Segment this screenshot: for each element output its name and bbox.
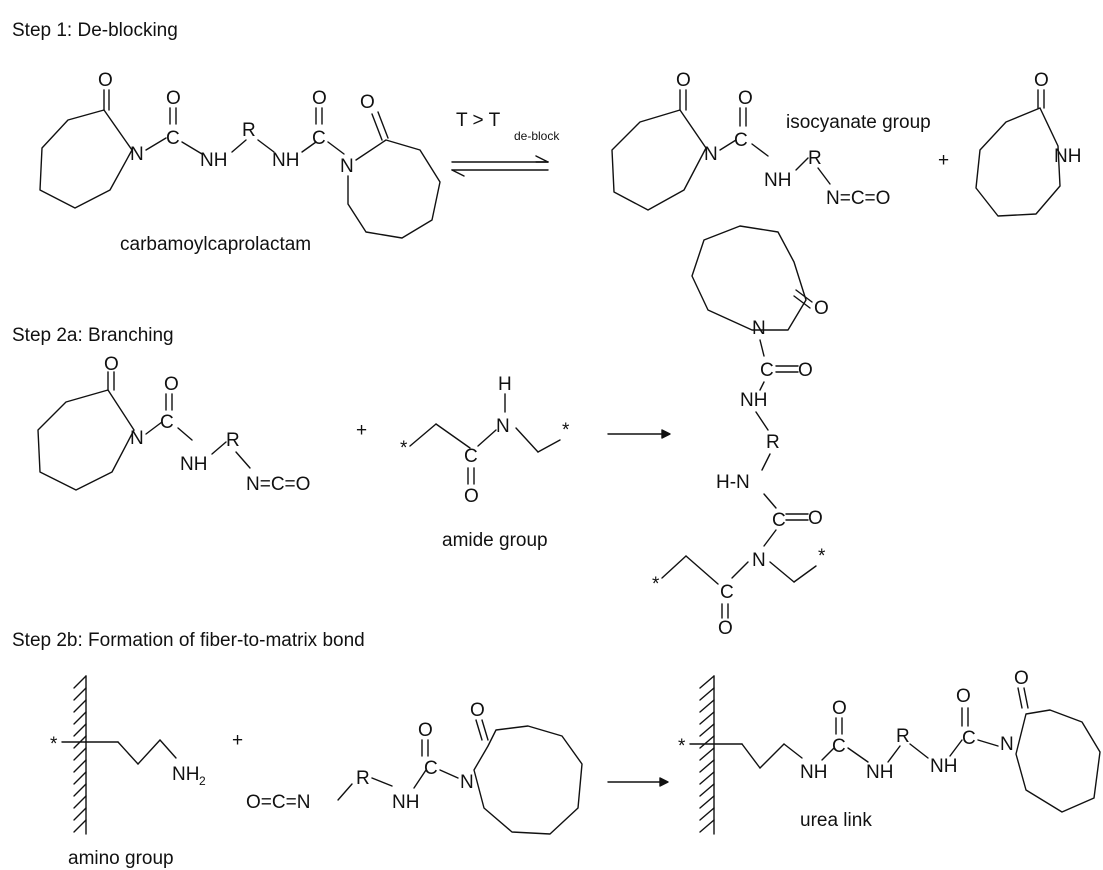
reaction-arrow-2b	[607, 777, 669, 787]
atom-c: C	[962, 728, 976, 749]
atom-c: C	[734, 130, 748, 151]
atom-n: N	[752, 318, 766, 339]
atom-o: O	[832, 698, 847, 719]
equilibrium-arrow: T > T de-block	[451, 110, 560, 177]
atom-o: O	[738, 88, 753, 109]
atom-c: C	[166, 128, 180, 149]
atom-n: N	[130, 144, 144, 165]
atom-n: N	[1000, 734, 1014, 755]
star: *	[50, 734, 58, 755]
atom-o: O	[470, 700, 485, 721]
amide-molecule: * C O N H *	[400, 374, 570, 507]
atom-hn: H-N	[716, 472, 750, 493]
isocyanate-reactant-2a: O N C O NH R N=C=O	[37, 354, 310, 495]
fiber-surface-left	[73, 675, 87, 835]
atom-h: H	[498, 374, 512, 395]
subscript-2: 2	[199, 774, 206, 788]
atom-c: C	[720, 582, 734, 603]
fiber-surface-right	[699, 675, 715, 835]
star: *	[652, 574, 660, 595]
step2a-heading: Step 2a: Branching	[12, 325, 174, 346]
reaction-arrow-2a	[607, 429, 671, 439]
star: *	[678, 736, 686, 757]
carbamoylcaprolactam-molecule: O N C O NH R NH C O N O	[39, 70, 441, 239]
atom-n: N	[752, 550, 766, 571]
atom-o: O	[166, 88, 181, 109]
ocn-group: O=C=N	[246, 792, 310, 813]
atom-c: C	[772, 510, 786, 531]
amide-group-label: amide group	[442, 530, 548, 551]
atom-c: C	[424, 758, 438, 779]
atom-o: O	[312, 88, 327, 109]
plus-sign: +	[938, 150, 949, 171]
atom-o: O	[164, 374, 179, 395]
atom-o: O	[418, 720, 433, 741]
branched-product: O N C O NH R H-N C O N C O * *	[652, 225, 829, 639]
isocyanate-intermediate: O N C O NH R N=C=O	[611, 70, 890, 211]
atom-nh: NH	[1054, 146, 1081, 167]
plus-sign: +	[356, 420, 367, 441]
atom-o: O	[104, 354, 119, 375]
atom-nh: NH	[740, 390, 767, 411]
atom-nh: NH	[930, 756, 957, 777]
star: *	[562, 420, 570, 441]
isocyanate-group-label: isocyanate group	[786, 112, 931, 133]
atom-c: C	[760, 360, 774, 381]
star: *	[400, 438, 408, 459]
atom-o: O	[98, 70, 113, 91]
atom-r: R	[896, 726, 910, 747]
atom-c: C	[312, 128, 326, 149]
atom-nh2: NH	[172, 764, 199, 785]
atom-r: R	[242, 120, 256, 141]
atom-nh: NH	[800, 762, 827, 783]
atom-r: R	[766, 432, 780, 453]
atom-o: O	[360, 92, 375, 113]
atom-r: R	[808, 148, 822, 169]
atom-n: N	[704, 144, 718, 165]
atom-o: O	[718, 618, 733, 639]
atom-c: C	[160, 412, 174, 433]
atom-c: C	[832, 736, 846, 757]
atom-o: O	[814, 298, 829, 319]
atom-o: O	[1014, 668, 1029, 689]
isocyanate-n: N=C=O	[826, 188, 890, 209]
atom-o: O	[798, 360, 813, 381]
star: *	[818, 546, 826, 567]
atom-nh: NH	[180, 454, 207, 475]
atom-n: N	[130, 428, 144, 449]
atom-nh: NH	[272, 150, 299, 171]
urea-link-label: urea link	[800, 810, 872, 831]
caprolactam-molecule: O NH	[975, 70, 1081, 217]
atom-r: R	[356, 768, 370, 789]
atom-c: C	[464, 446, 478, 467]
atom-n: N	[340, 156, 354, 177]
urea-product: * NH C O NH R NH C O N O	[678, 668, 1101, 813]
atom-r: R	[226, 430, 240, 451]
atom-o: O	[808, 508, 823, 529]
atom-nh: NH	[866, 762, 893, 783]
isocyanate-n: N=C=O	[246, 474, 310, 495]
atom-nh: NH	[764, 170, 791, 191]
isocyanate-reactant-2b: O=C=N R NH C O N O	[246, 700, 583, 835]
atom-o: O	[676, 70, 691, 91]
atom-nh: NH	[200, 150, 227, 171]
atom-o: O	[956, 686, 971, 707]
amino-group-label: amino group	[68, 848, 174, 869]
atom-o: O	[464, 486, 479, 507]
condition-subscript: de-block	[514, 129, 560, 143]
step2b-heading: Step 2b: Formation of fiber-to-matrix bo…	[12, 630, 365, 651]
condition-text: T > T	[456, 110, 501, 131]
step1-heading: Step 1: De-blocking	[12, 20, 178, 41]
plus-sign: +	[232, 730, 243, 751]
atom-n: N	[460, 772, 474, 793]
carbamoylcaprolactam-label: carbamoylcaprolactam	[120, 234, 311, 255]
atom-o: O	[1034, 70, 1049, 91]
amino-molecule: * NH 2	[50, 734, 206, 788]
atom-n: N	[496, 416, 510, 437]
atom-nh: NH	[392, 792, 419, 813]
